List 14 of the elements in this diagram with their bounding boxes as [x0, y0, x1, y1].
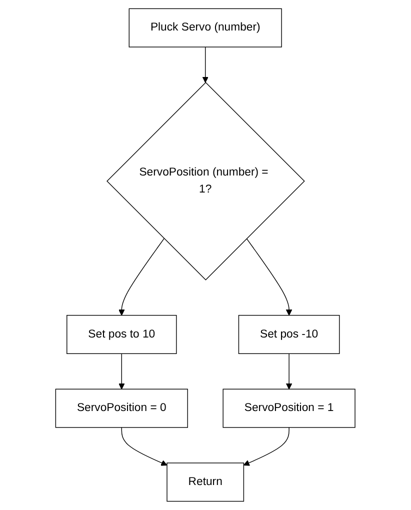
node-box: ServoPosition = 0: [55, 388, 188, 428]
arrow: [244, 427, 290, 466]
arrow: [202, 46, 209, 83]
node-box: Return: [166, 462, 244, 502]
node-box: ServoPosition = 1: [222, 388, 356, 428]
arrow: [118, 238, 165, 316]
arrow: [121, 427, 168, 466]
arrow: [118, 353, 125, 390]
node-box: Set pos to 10: [66, 314, 177, 354]
node-box: Set pos -10: [238, 314, 340, 354]
arrow: [286, 353, 292, 390]
arrow: [246, 238, 292, 316]
node-diamond: ServoPosition (number) = 1?: [106, 82, 306, 280]
node-box: Pluck Servo (number): [128, 8, 282, 48]
